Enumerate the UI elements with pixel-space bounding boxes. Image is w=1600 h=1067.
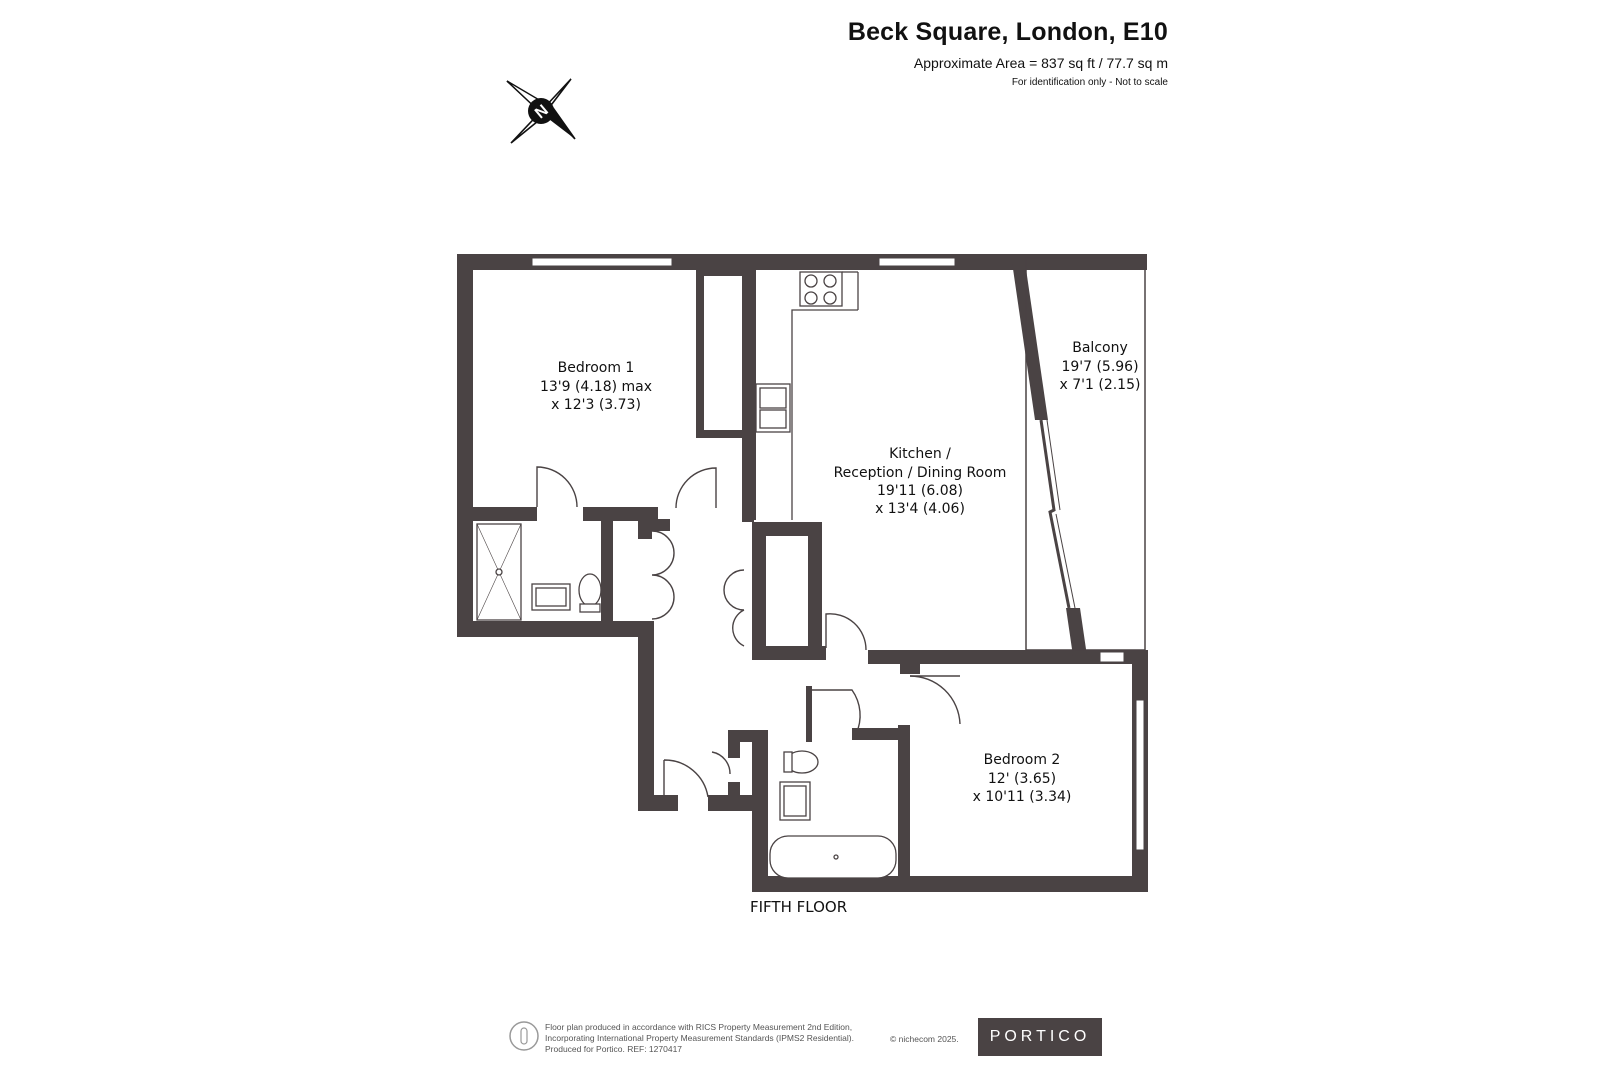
approximate-area: Approximate Area = 837 sq ft / 77.7 sq m: [913, 55, 1168, 71]
room-dimension: 12' (3.65): [988, 771, 1056, 787]
footer-line: Incorporating International Property Mea…: [545, 1033, 854, 1043]
room-dimension: 13'9 (4.18) max: [540, 379, 652, 395]
room-name: Kitchen /: [889, 446, 951, 462]
room-dimension: 19'7 (5.96): [1061, 359, 1138, 375]
footer-copyright: © nichecom 2025.: [890, 1034, 959, 1044]
room-dimension: x 13'4 (4.06): [875, 501, 965, 517]
room-dimension: x 7'1 (2.15): [1060, 377, 1141, 393]
room-name-2: Reception / Dining Room: [834, 465, 1007, 481]
plan-header: Beck Square, London, E10 Approximate Are…: [848, 18, 1168, 88]
bathtub-icon: [769, 835, 897, 879]
room-balcony: Balcony 19'7 (5.96) x 7'1 (2.15): [1060, 340, 1141, 393]
rics-badge-icon: [509, 1021, 539, 1051]
room-dimension: 19'11 (6.08): [877, 483, 963, 499]
room-kitchen-reception: Kitchen / Reception / Dining Room 19'11 …: [834, 446, 1007, 517]
footer-line: Produced for Portico. REF: 1270417: [545, 1044, 683, 1054]
room-name: Bedroom 1: [558, 360, 635, 376]
property-title: Beck Square, London, E10: [847, 18, 1168, 46]
room-name: Bedroom 2: [984, 752, 1061, 768]
balcony-outline: [1025, 257, 1146, 651]
walls: [457, 254, 1148, 892]
footer-notes: Floor plan produced in accordance with R…: [545, 1022, 854, 1055]
compass-icon: N: [506, 78, 576, 144]
brand-logo: PORTICO: [978, 1018, 1102, 1056]
footer-line: Floor plan produced in accordance with R…: [545, 1022, 853, 1032]
room-bedroom-1: Bedroom 1 13'9 (4.18) max x 12'3 (3.73): [540, 360, 652, 413]
room-bedroom-2: Bedroom 2 12' (3.65) x 10'11 (3.34): [973, 752, 1072, 805]
scale-disclaimer: For identification only - Not to scale: [1011, 77, 1168, 88]
windows: [531, 257, 1145, 851]
angled-wall: [1012, 262, 1048, 420]
room-dimension: x 12'3 (3.73): [551, 397, 641, 413]
doors: [536, 466, 961, 798]
fixtures: [476, 271, 897, 879]
room-name: Balcony: [1072, 340, 1128, 356]
floor-label: FIFTH FLOOR: [750, 898, 847, 916]
toilet-icon: [578, 573, 602, 607]
room-dimension: x 10'11 (3.34): [973, 789, 1072, 805]
